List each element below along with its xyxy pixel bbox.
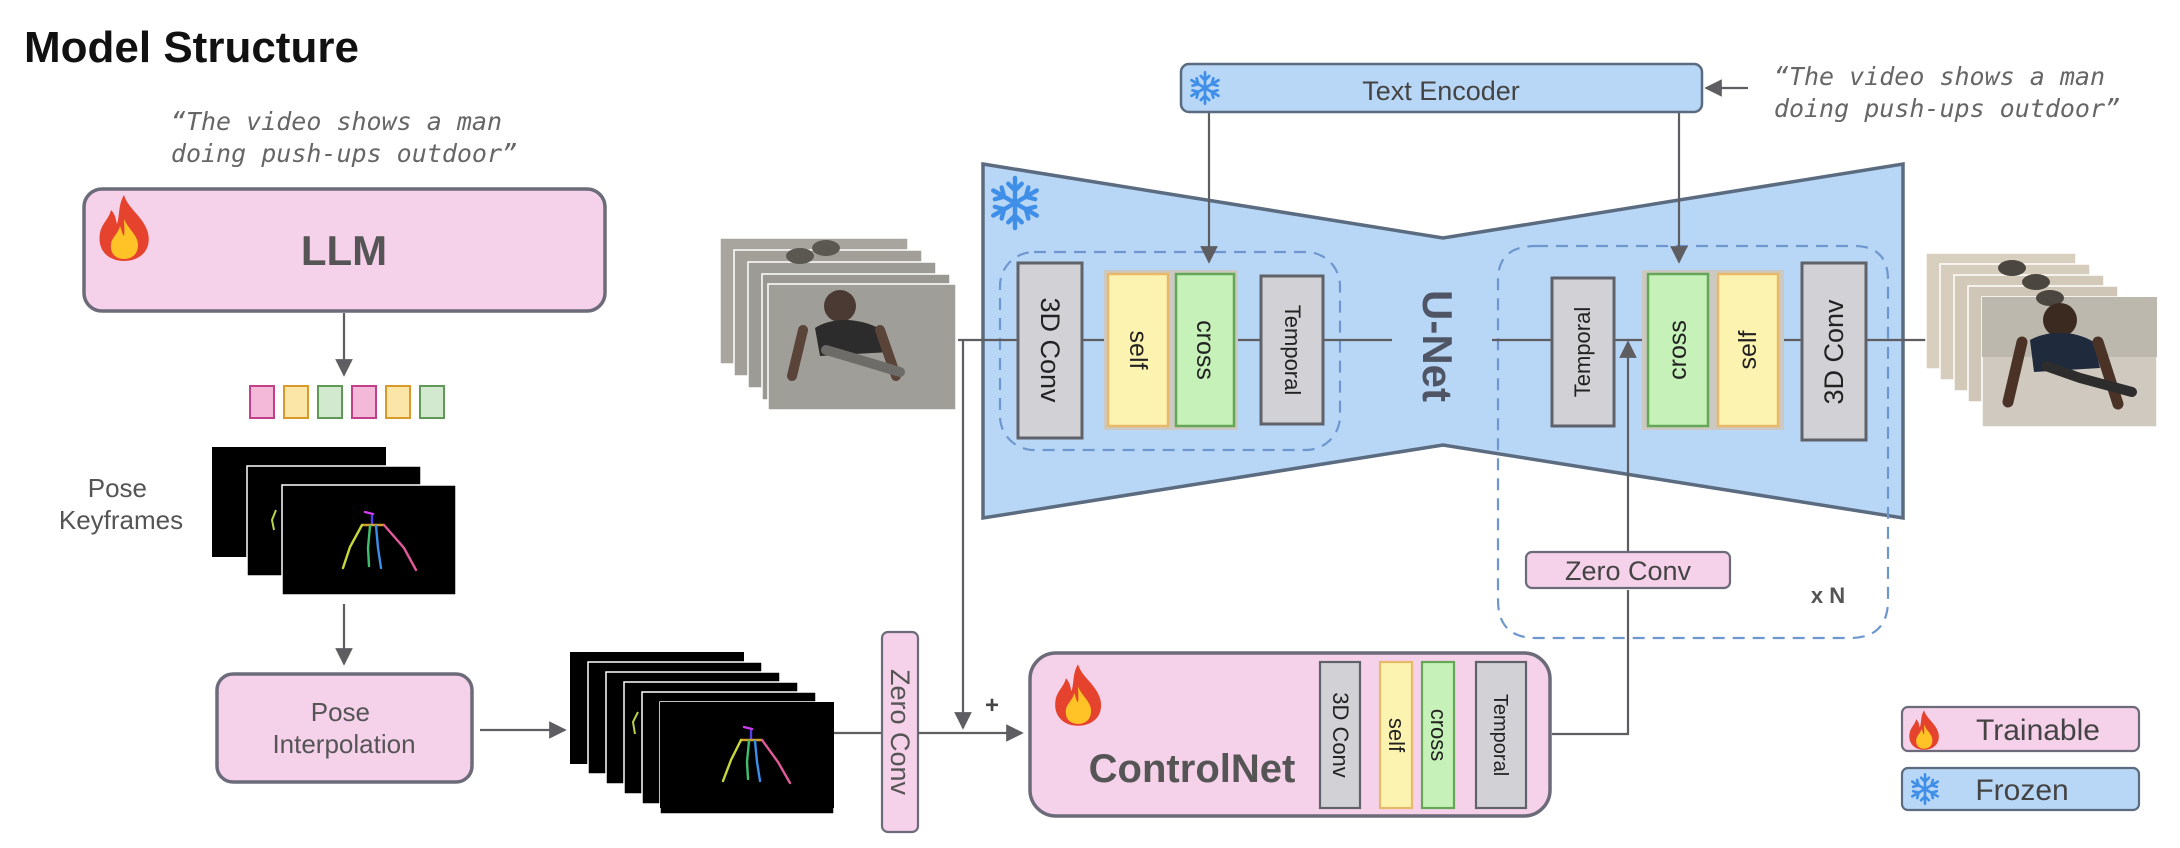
noisy-input-video [719, 237, 957, 411]
llm-label: LLM [301, 227, 387, 274]
cn-self-label: self [1384, 718, 1409, 753]
legend-trainable: Trainable [1900, 705, 2141, 753]
pose-keyframes-line-1: Pose [88, 473, 147, 503]
enc-self-box [1106, 272, 1170, 428]
cn-3dconv-box [1318, 660, 1362, 810]
enc-self-label: self [1124, 331, 1152, 370]
output-video [1925, 252, 2158, 428]
dec-temporal-label: Temporal [1570, 307, 1595, 397]
cn-3dconv-label: 3D Conv [1328, 692, 1353, 778]
token-square [419, 385, 445, 419]
unet-label: U-Net [1414, 290, 1461, 402]
pose-interpolation-block: Pose Interpolation [215, 672, 474, 784]
enc-temporal-label: Temporal [1280, 305, 1305, 395]
pose-interpolation-line-1: Pose [311, 697, 370, 727]
controlnet-block: ControlNet 3D Conv self cross Temporal [1028, 651, 1552, 818]
cn-self-box [1378, 660, 1414, 810]
enc-cross-box [1174, 272, 1236, 428]
pose-sequence-images [570, 652, 835, 815]
llm-block: LLM [82, 187, 607, 313]
token-square [317, 385, 343, 419]
dec-self-box [1716, 272, 1780, 428]
output-man-figure [2002, 303, 2137, 410]
llm-prompt-line-2: doing push-ups outdoor” [171, 139, 517, 168]
token-square [249, 385, 275, 419]
token-square [283, 385, 309, 419]
dec-cross-box [1646, 272, 1710, 428]
zero-conv-side-block: Zero Conv [880, 630, 920, 834]
enc-3dconv-box [1016, 261, 1084, 440]
cn-cross-box [1420, 660, 1456, 810]
legend: Trainable Frozen [1900, 705, 2141, 812]
legend-frozen-label: Frozen [1975, 774, 2068, 807]
line-controlnet-to-zero-conv [1552, 590, 1630, 736]
pose-keyframe-images [212, 447, 457, 596]
pose-interpolation-label: Pose Interpolation [272, 697, 415, 759]
dec-cross-label: cross [1664, 320, 1692, 380]
dec-temporal-box [1550, 276, 1616, 428]
unet-encoder-group [998, 250, 1342, 452]
legend-trainable-label: Trainable [1976, 714, 2100, 747]
enc-temporal-box [1259, 274, 1325, 426]
dec-3dconv-label: 3D Conv [1819, 299, 1849, 405]
cn-cross-label: cross [1426, 709, 1451, 762]
cn-temporal-box [1474, 660, 1528, 810]
llm-prompt-line-1: “The video shows a man [171, 107, 502, 136]
llm-prompt-text: “The video shows a man doing push-ups ou… [171, 107, 517, 168]
unet-decoder-group [1496, 244, 1890, 640]
dec-3dconv-box [1800, 261, 1868, 442]
controlnet-label: ControlNet [1089, 747, 1296, 791]
pose-keyframes-label: Pose Keyframes [59, 473, 183, 535]
plus-sign: + [985, 692, 999, 719]
token-row [249, 385, 445, 419]
text-encoder-prompt-line-1: “The video shows a man [1774, 62, 2105, 91]
zero-conv-top-label: Zero Conv [1565, 556, 1692, 586]
legend-frozen: Frozen [1900, 766, 2141, 812]
token-square [351, 385, 377, 419]
repeat-count-label: x N [1811, 583, 1845, 608]
pose-keyframes-line-2: Keyframes [59, 505, 183, 535]
text-encoder-block: Text Encoder [1179, 62, 1704, 114]
unet-decoder-blocks: Temporal cross self 3D Conv [1550, 261, 1868, 442]
pose-skeleton [341, 510, 418, 572]
page-title: Model Structure [24, 23, 359, 72]
dec-self-label: self [1734, 330, 1762, 369]
enc-cross-label: cross [1191, 320, 1219, 380]
zero-conv-top-block: Zero Conv [1524, 550, 1732, 590]
text-encoder-prompt-line-2: doing push-ups outdoor” [1774, 94, 2120, 123]
token-square [385, 385, 411, 419]
noisy-man-figure [786, 240, 905, 381]
text-encoder-prompt-text: “The video shows a man doing push-ups ou… [1774, 62, 2120, 123]
cn-temporal-label: Temporal [1489, 694, 1511, 776]
zero-conv-side-label: Zero Conv [885, 669, 915, 796]
unet-encoder-blocks: 3D Conv self cross Temporal [1016, 261, 1325, 440]
pose-interpolation-line-2: Interpolation [272, 729, 415, 759]
enc-3dconv-label: 3D Conv [1035, 297, 1065, 403]
text-encoder-label: Text Encoder [1362, 76, 1520, 106]
